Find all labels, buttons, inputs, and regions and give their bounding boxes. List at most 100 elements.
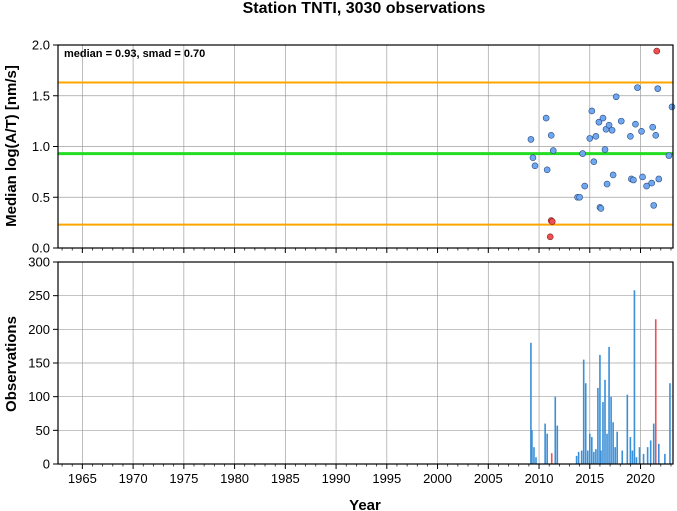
data-point <box>586 135 594 142</box>
data-point <box>650 202 658 209</box>
x-tick-label: 2010 <box>525 471 554 486</box>
observation-bar <box>586 450 589 464</box>
data-point <box>639 173 646 181</box>
observation-bar <box>546 433 548 464</box>
bottom-y-tick-label: 100 <box>28 389 50 404</box>
data-point <box>581 182 589 190</box>
outlier-bar <box>654 319 657 464</box>
observation-bar <box>531 430 533 464</box>
observation-bar <box>652 423 655 464</box>
observation-bar <box>614 447 616 464</box>
data-point <box>609 171 617 179</box>
x-tick-label: 1965 <box>68 471 97 486</box>
data-point <box>605 121 613 129</box>
data-point <box>527 136 535 143</box>
top-y-tick-label: 1.0 <box>32 139 50 154</box>
observation-bar <box>604 379 606 464</box>
data-point <box>576 193 583 201</box>
observation-bar <box>556 425 559 464</box>
x-tick-label: 1975 <box>169 471 198 486</box>
observation-bar <box>575 455 578 464</box>
observation-bar <box>608 346 610 464</box>
x-tick-label: 1985 <box>271 471 300 486</box>
bottom-y-tick-label: 200 <box>28 322 50 337</box>
data-point <box>608 126 616 134</box>
observation-bar <box>530 342 532 464</box>
observation-bar <box>554 396 557 464</box>
bottom-y-tick-label: 150 <box>28 356 50 371</box>
bottom-frame <box>57 261 674 465</box>
data-point <box>652 132 660 139</box>
data-point <box>634 84 641 91</box>
data-point <box>599 114 607 122</box>
observation-bar <box>612 422 614 464</box>
observation-bar <box>595 449 597 464</box>
x-tick-label: 1990 <box>322 471 351 486</box>
data-point <box>665 152 673 159</box>
data-point <box>617 117 625 125</box>
x-tick-label: 1980 <box>220 471 249 486</box>
data-point <box>595 118 603 126</box>
data-point <box>547 132 555 139</box>
x-tick-label: 2020 <box>626 471 655 486</box>
observation-bar <box>535 457 537 464</box>
data-point <box>601 146 609 153</box>
data-point <box>590 158 598 166</box>
observation-bar <box>633 290 636 464</box>
outlier-bar <box>550 453 553 464</box>
outlier-point <box>653 47 661 55</box>
observation-bar <box>582 359 585 464</box>
observation-bar <box>544 423 546 464</box>
observation-bar <box>600 450 602 464</box>
observation-bar <box>610 396 612 464</box>
observation-bar <box>657 443 660 464</box>
outlier-point <box>546 233 554 241</box>
data-point <box>668 103 676 111</box>
data-point <box>655 175 663 183</box>
data-point <box>627 133 634 140</box>
data-point <box>592 133 600 140</box>
observation-bar <box>635 457 638 464</box>
x-tick-label: 1995 <box>372 471 401 486</box>
observation-bar <box>597 387 599 464</box>
data-point <box>632 120 639 128</box>
top-y-tick-label: 0.0 <box>32 241 50 256</box>
observation-bar <box>638 447 641 464</box>
observation-bar <box>577 451 580 464</box>
data-point <box>531 162 539 170</box>
x-tick-label: 1970 <box>119 471 148 486</box>
observation-bar <box>591 437 593 464</box>
bottom-y-tick-label: 300 <box>28 255 50 270</box>
stats-annotation: median = 0.93, smad = 0.70 <box>64 48 205 60</box>
observation-bar <box>593 451 595 464</box>
top-y-tick-label: 1.5 <box>32 88 50 103</box>
observation-bar <box>580 450 583 464</box>
observation-bar <box>584 383 587 464</box>
bottom-y-tick-label: 0 <box>43 457 50 472</box>
data-point <box>603 180 611 188</box>
observation-bar <box>626 394 629 464</box>
data-point <box>549 147 557 154</box>
chart-title: Station TNTI, 3030 observations <box>243 0 486 17</box>
top-y-tick-label: 2.0 <box>32 38 50 53</box>
observation-bar <box>602 402 604 464</box>
data-point <box>579 150 586 157</box>
top-panel: 0.00.51.01.52.0 <box>32 38 676 256</box>
bottom-y-tick-label: 250 <box>28 288 50 303</box>
observation-bar <box>631 450 634 464</box>
observation-bar <box>621 450 624 464</box>
x-tick-label: 2000 <box>423 471 452 486</box>
data-point <box>542 114 550 122</box>
x-axis-label: Year <box>349 497 381 511</box>
bottom-y-axis-label: Observations <box>3 316 20 412</box>
x-tick-label: 2005 <box>474 471 503 486</box>
observation-bar <box>669 383 671 464</box>
outlier-point <box>548 218 556 225</box>
top-frame <box>57 44 674 249</box>
top-y-axis-label: Median log(A/T) [nm/s] <box>3 65 20 227</box>
data-point <box>529 154 537 161</box>
observation-bar <box>646 447 649 464</box>
x-tick-label: 2015 <box>575 471 604 486</box>
observation-bar <box>606 433 608 464</box>
